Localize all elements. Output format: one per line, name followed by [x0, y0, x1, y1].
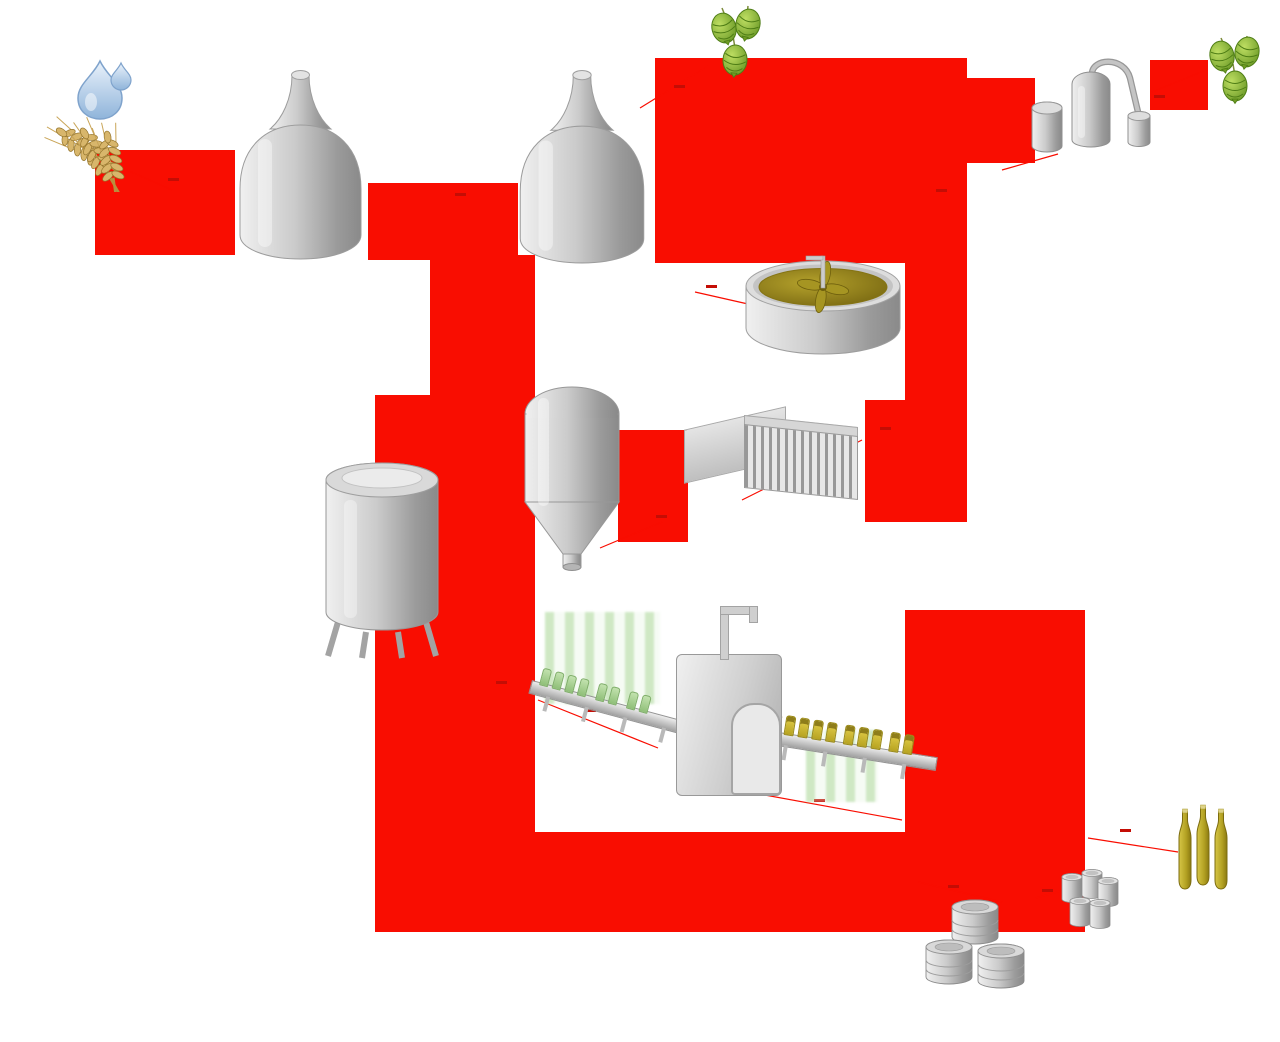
kegs-graphic — [925, 899, 1025, 989]
brew-kettle-graphic — [519, 70, 645, 264]
flow-area — [963, 78, 1035, 163]
flow-area — [1150, 60, 1208, 110]
brew-kettle[interactable] — [508, 66, 656, 268]
bottling-machine-tunnel — [731, 703, 781, 795]
fermenter-graphic — [524, 386, 620, 571]
water-droplet-graphic — [77, 59, 132, 120]
beer-kegs-icon[interactable] — [924, 896, 1032, 1000]
heat-exchanger[interactable] — [682, 394, 874, 516]
fermenter-tank[interactable] — [522, 382, 622, 576]
flow-area — [618, 430, 688, 542]
bottling-line[interactable] — [528, 602, 938, 830]
bottling-machine[interactable] — [676, 654, 782, 796]
bottles-graphic — [1178, 804, 1228, 890]
flow-area — [655, 58, 967, 263]
whirlpool[interactable] — [740, 254, 906, 374]
conditioning-tank[interactable] — [322, 442, 442, 662]
distillation-tanks-graphic — [1031, 58, 1151, 153]
hops-icon-right[interactable] — [1202, 34, 1266, 108]
hops-icon[interactable] — [702, 4, 766, 82]
flow-area — [865, 400, 967, 522]
cans-graphic — [1061, 869, 1119, 929]
whirlpool-graphic — [745, 255, 901, 355]
distillation-tanks[interactable] — [1028, 56, 1158, 166]
machine-pipe-vertical — [720, 610, 729, 660]
water-droplet-icon[interactable] — [74, 58, 134, 122]
mash-tun[interactable] — [228, 66, 373, 264]
flow-area — [375, 832, 905, 932]
flow-area — [368, 183, 518, 260]
barley-grain-graphic — [39, 112, 131, 192]
conditioning-tank-graphic — [325, 462, 439, 659]
hops-graphic — [1206, 34, 1262, 104]
flow-area — [430, 255, 535, 400]
mash-tun-graphic — [239, 70, 362, 260]
machine-pipe-tip — [749, 606, 758, 623]
beer-cans-icon[interactable] — [1058, 864, 1120, 932]
flow-area — [905, 263, 967, 423]
tank-legs — [325, 621, 439, 659]
beer-bottles-icon[interactable] — [1178, 804, 1230, 890]
hops-graphic — [708, 5, 764, 79]
heat-exchanger-fins — [744, 424, 858, 500]
barley-grain-icon[interactable] — [28, 96, 140, 192]
